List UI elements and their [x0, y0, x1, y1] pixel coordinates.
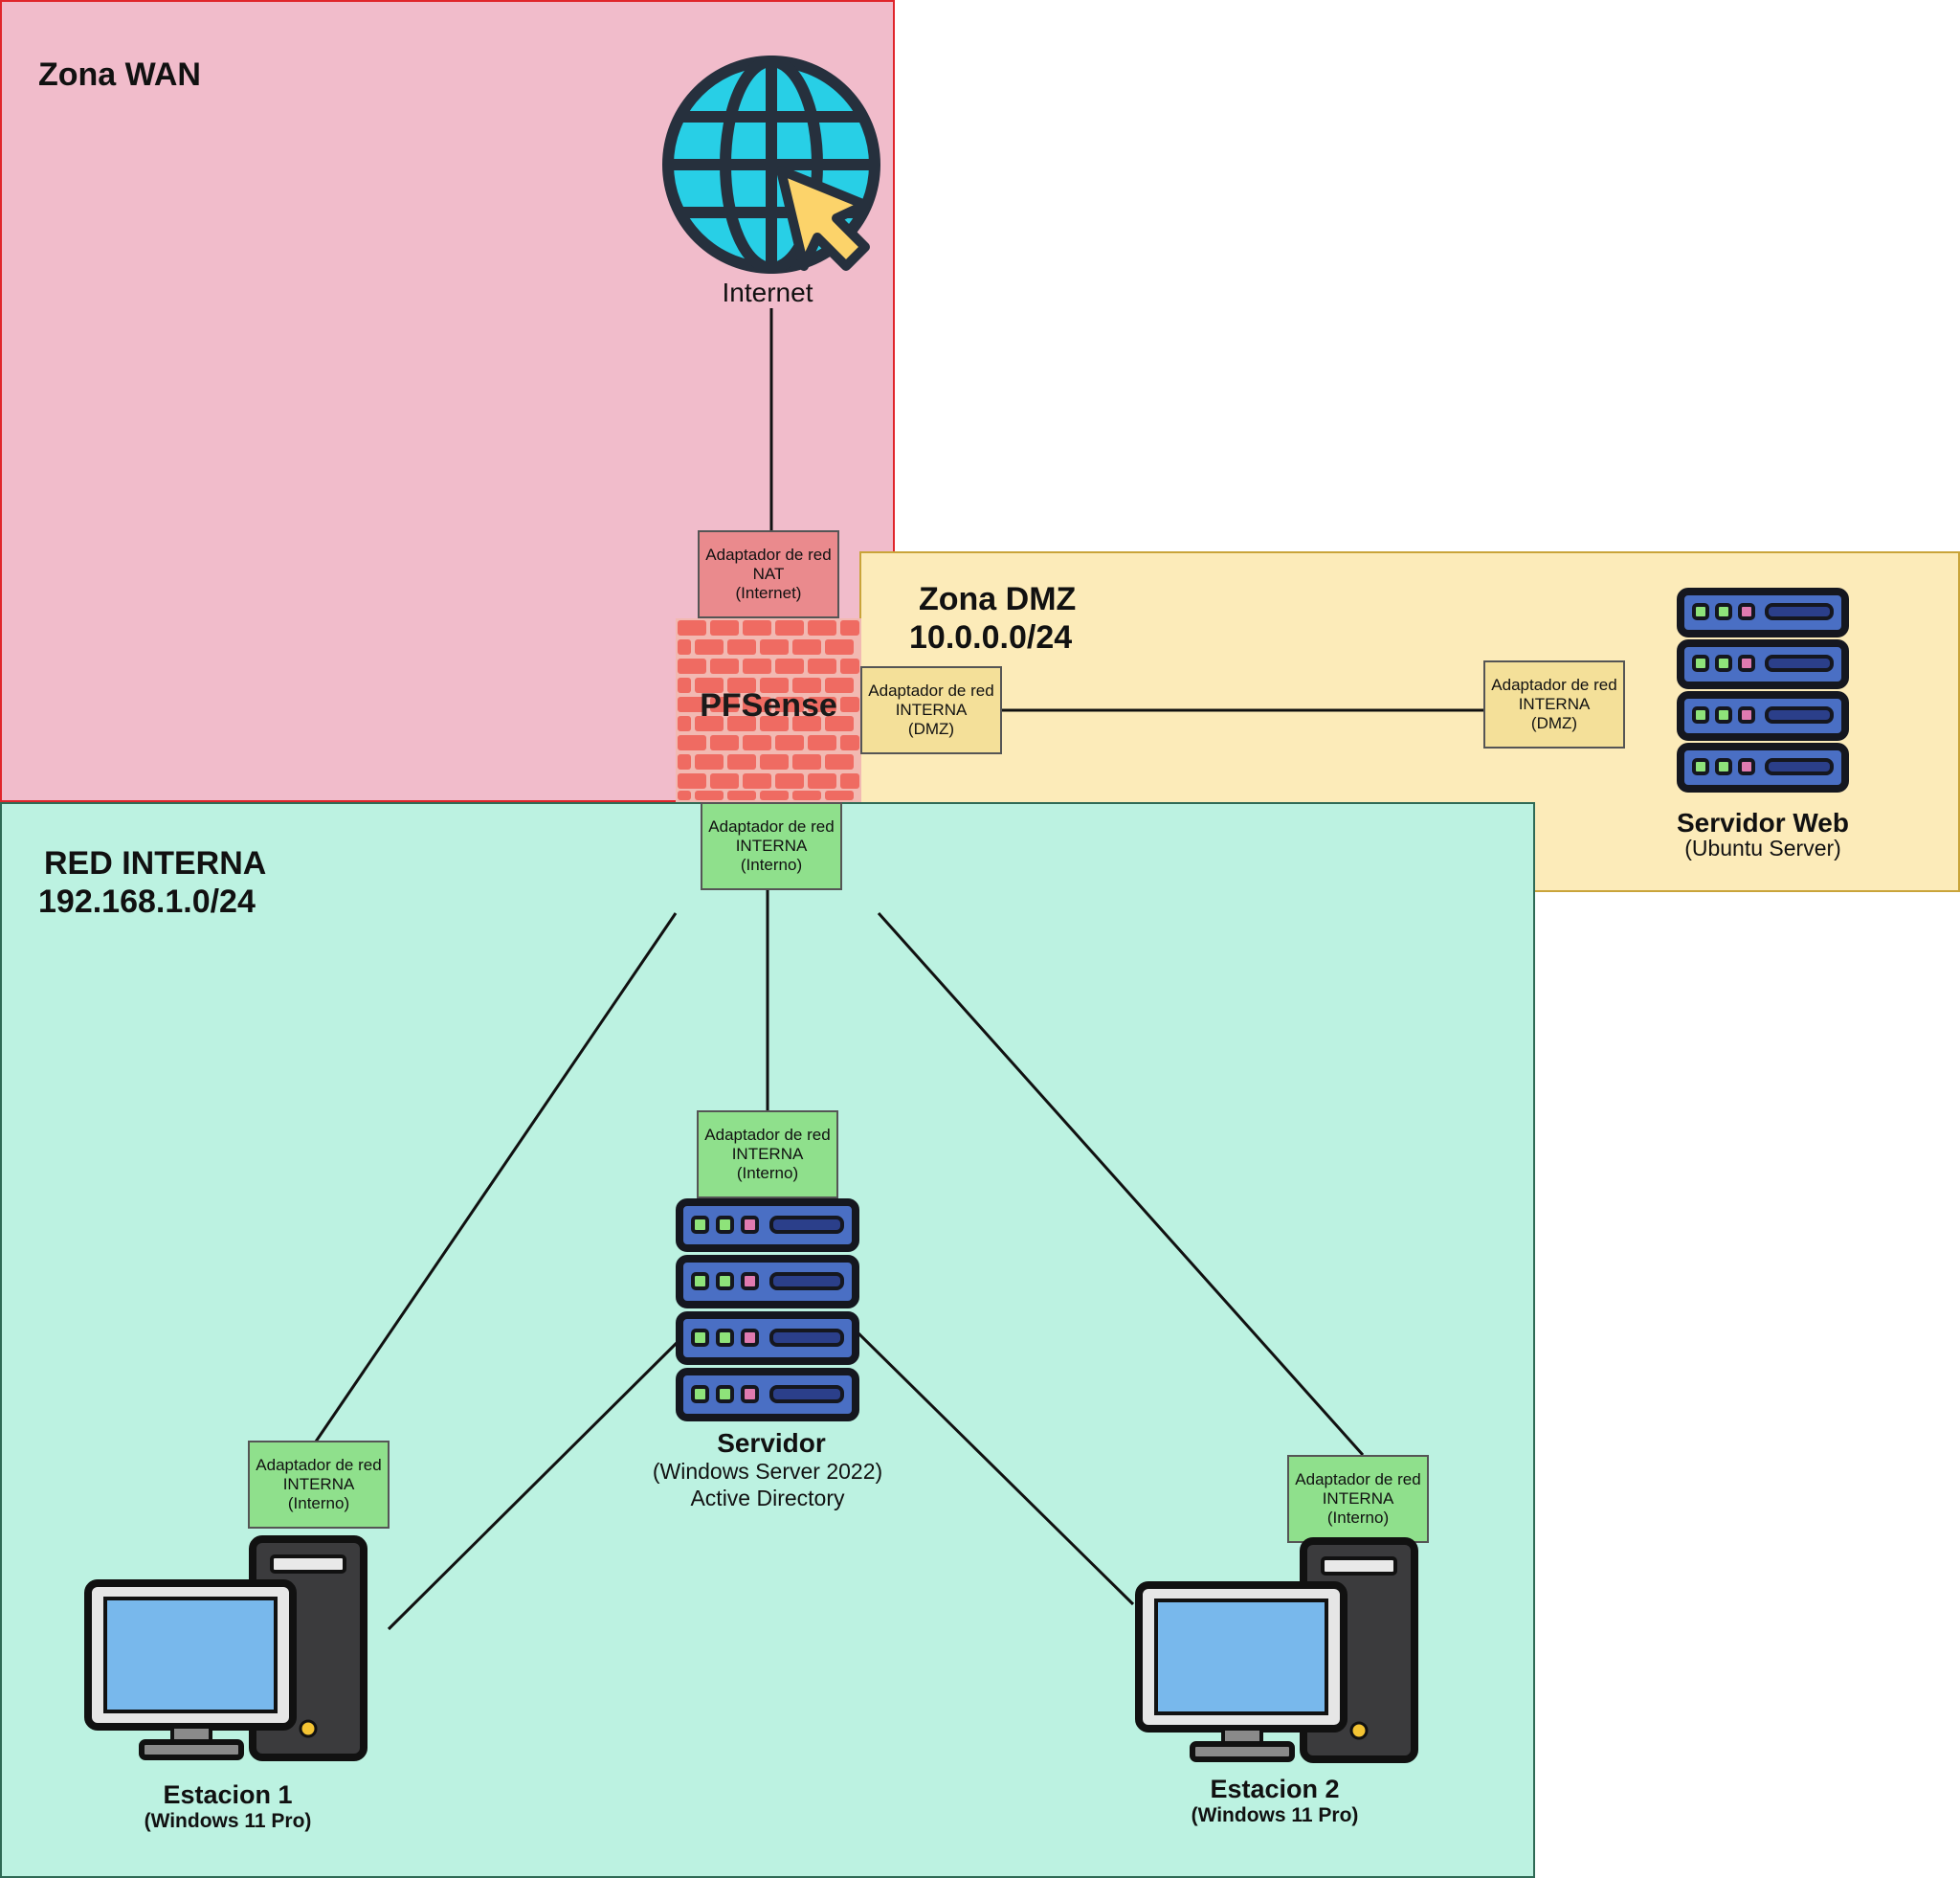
station1-os: (Windows 11 Pro)	[144, 1810, 312, 1832]
zone-dmz-subnet: 10.0.0.0/24	[909, 619, 1073, 656]
link-firewall-station1	[314, 912, 678, 1442]
adapter-webserver-dmz-line2: INTERNA	[1518, 695, 1591, 713]
adapter-station1-internal-line1: Adaptador de red	[256, 1456, 382, 1474]
link-firewall-station2	[877, 912, 1365, 1456]
internet-label: Internet	[722, 278, 813, 307]
adapter-webserver-dmz-line1: Adaptador de red	[1491, 676, 1617, 694]
adapter-firewall-internal-line1: Adaptador de red	[708, 817, 835, 836]
globe-cursor-icon	[662, 56, 880, 274]
desktop-computer-icon	[84, 1535, 368, 1761]
link-server-station1	[387, 1338, 681, 1631]
adapter-firewall-internal: Adaptador de red INTERNA (Interno)	[701, 802, 842, 890]
zone-wan-title: Zona WAN	[38, 56, 201, 93]
station1-name: Estacion 1	[163, 1780, 293, 1809]
adapter-station1-internal-line3: (Interno)	[287, 1494, 350, 1512]
adapter-station2-internal-line3: (Interno)	[1326, 1509, 1390, 1527]
desktop-computer-icon	[1135, 1537, 1418, 1763]
server-name: Servidor	[717, 1428, 826, 1458]
webserver-name: Servidor Web	[1677, 808, 1849, 838]
adapter-webserver-dmz: Adaptador de red INTERNA (DMZ)	[1483, 660, 1625, 749]
adapter-firewall-dmz-line1: Adaptador de red	[868, 682, 994, 700]
server-role: Active Directory	[690, 1486, 845, 1510]
adapter-nat-line2: NAT	[752, 565, 785, 583]
adapter-nat-line1: Adaptador de red	[705, 546, 832, 564]
adapter-station1-internal: Adaptador de red INTERNA (Interno)	[248, 1441, 390, 1529]
adapter-firewall-internal-line2: INTERNA	[735, 837, 808, 855]
adapter-nat: Adaptador de red NAT (Internet)	[698, 530, 839, 618]
brick-firewall-icon	[676, 618, 861, 802]
server-rack-icon	[1677, 588, 1849, 793]
adapter-firewall-dmz-line2: INTERNA	[895, 701, 968, 719]
adapter-station2-internal-line1: Adaptador de red	[1295, 1470, 1421, 1488]
adapter-firewall-internal-line3: (Interno)	[740, 856, 803, 874]
zone-internal-title: RED INTERNA	[44, 845, 267, 882]
adapter-webserver-dmz-line3: (DMZ)	[1530, 714, 1578, 732]
adapter-station1-internal-line2: INTERNA	[282, 1475, 355, 1493]
zone-internal-subnet: 192.168.1.0/24	[38, 883, 256, 920]
adapter-firewall-dmz: Adaptador de red INTERNA (DMZ)	[860, 666, 1002, 754]
zone-dmz-title: Zona DMZ	[919, 581, 1077, 617]
link-server-station2	[856, 1330, 1135, 1606]
server-rack-icon	[676, 1198, 859, 1421]
adapter-server-internal-line1: Adaptador de red	[704, 1126, 831, 1144]
station2-name: Estacion 2	[1210, 1775, 1340, 1803]
adapter-station2-internal: Adaptador de red INTERNA (Interno)	[1287, 1455, 1429, 1543]
station2-os: (Windows 11 Pro)	[1191, 1804, 1359, 1826]
firewall-label: PFSense	[700, 687, 837, 724]
adapter-server-internal-line2: INTERNA	[731, 1145, 804, 1163]
adapter-server-internal: Adaptador de red INTERNA (Interno)	[697, 1110, 838, 1198]
adapter-nat-line3: (Internet)	[735, 584, 802, 602]
adapter-firewall-dmz-line3: (DMZ)	[907, 720, 955, 738]
adapter-station2-internal-line2: INTERNA	[1322, 1489, 1394, 1508]
server-os: (Windows Server 2022)	[652, 1459, 883, 1484]
adapter-server-internal-line3: (Interno)	[736, 1164, 799, 1182]
webserver-os: (Ubuntu Server)	[1684, 836, 1841, 861]
